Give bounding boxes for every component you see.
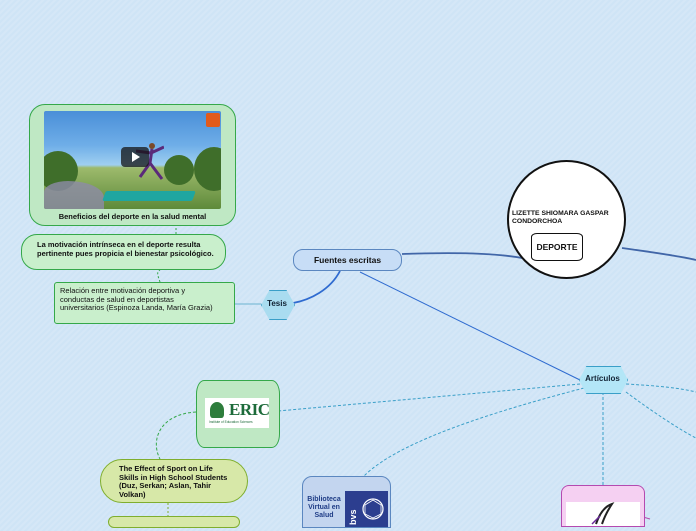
video-thumbnail[interactable] bbox=[44, 111, 221, 209]
swoosh-icon bbox=[566, 502, 640, 526]
play-button[interactable] bbox=[121, 147, 149, 167]
articulos-eric-link bbox=[278, 384, 580, 411]
author-name: LIZETTE SHIOMARA GASPAR CONDORCHOA bbox=[512, 210, 612, 226]
pink-article-node[interactable] bbox=[561, 485, 645, 527]
video-card-node[interactable]: Beneficios del deporte en la salud menta… bbox=[29, 104, 236, 226]
articulos-right-link bbox=[626, 384, 696, 392]
relation-node[interactable]: Relación entre motivación deportiva y co… bbox=[54, 282, 235, 324]
tesis-label: Tesis bbox=[261, 299, 293, 308]
eric-logo-text: ERIC bbox=[229, 400, 270, 420]
articulos-bvs-link bbox=[364, 388, 584, 476]
bvs-logo-text: bvs bbox=[348, 509, 358, 525]
articulos-right-link-2 bbox=[626, 392, 696, 438]
pink-node-logo bbox=[566, 502, 640, 526]
deporte-title-box[interactable]: DEPORTE bbox=[531, 233, 583, 261]
articulos-label: Artículos bbox=[579, 374, 626, 383]
motivation-node[interactable]: La motivación intrínseca en el deporte r… bbox=[21, 234, 226, 270]
effect-text: The Effect of Sport on Life Skills in Hi… bbox=[119, 465, 229, 499]
bvs-name: Biblioteca Virtual en Salud bbox=[306, 496, 342, 520]
next-article-node[interactable] bbox=[108, 516, 240, 528]
fuentes-escritas-node[interactable]: Fuentes escritas bbox=[293, 249, 402, 271]
relation-motivation-link bbox=[158, 270, 160, 282]
eric-logo-subtitle: Institute of Education Sciences bbox=[209, 420, 253, 424]
bvs-node[interactable]: Biblioteca Virtual en Salud bvs bbox=[302, 476, 391, 528]
effect-article-node[interactable]: The Effect of Sport on Life Skills in Hi… bbox=[100, 459, 248, 503]
eric-node[interactable]: ERIC Institute of Education Sciences bbox=[196, 380, 280, 448]
globe-icon bbox=[361, 496, 385, 522]
fuentes-articulos-link bbox=[360, 272, 580, 380]
eric-logo: ERIC Institute of Education Sciences bbox=[205, 398, 269, 428]
relation-text: Relación entre motivación deportiva y co… bbox=[60, 287, 220, 313]
eric-effect-link bbox=[156, 412, 196, 459]
central-right-link bbox=[622, 248, 696, 260]
tree-icon bbox=[210, 402, 224, 418]
motivation-text: La motivación intrínseca en el deporte r… bbox=[37, 241, 217, 258]
channel-logo-icon bbox=[206, 113, 220, 127]
fuentes-tesis-link bbox=[293, 271, 340, 303]
video-caption: Beneficios del deporte en la salud menta… bbox=[30, 212, 235, 221]
bvs-logo: bvs bbox=[345, 491, 388, 527]
